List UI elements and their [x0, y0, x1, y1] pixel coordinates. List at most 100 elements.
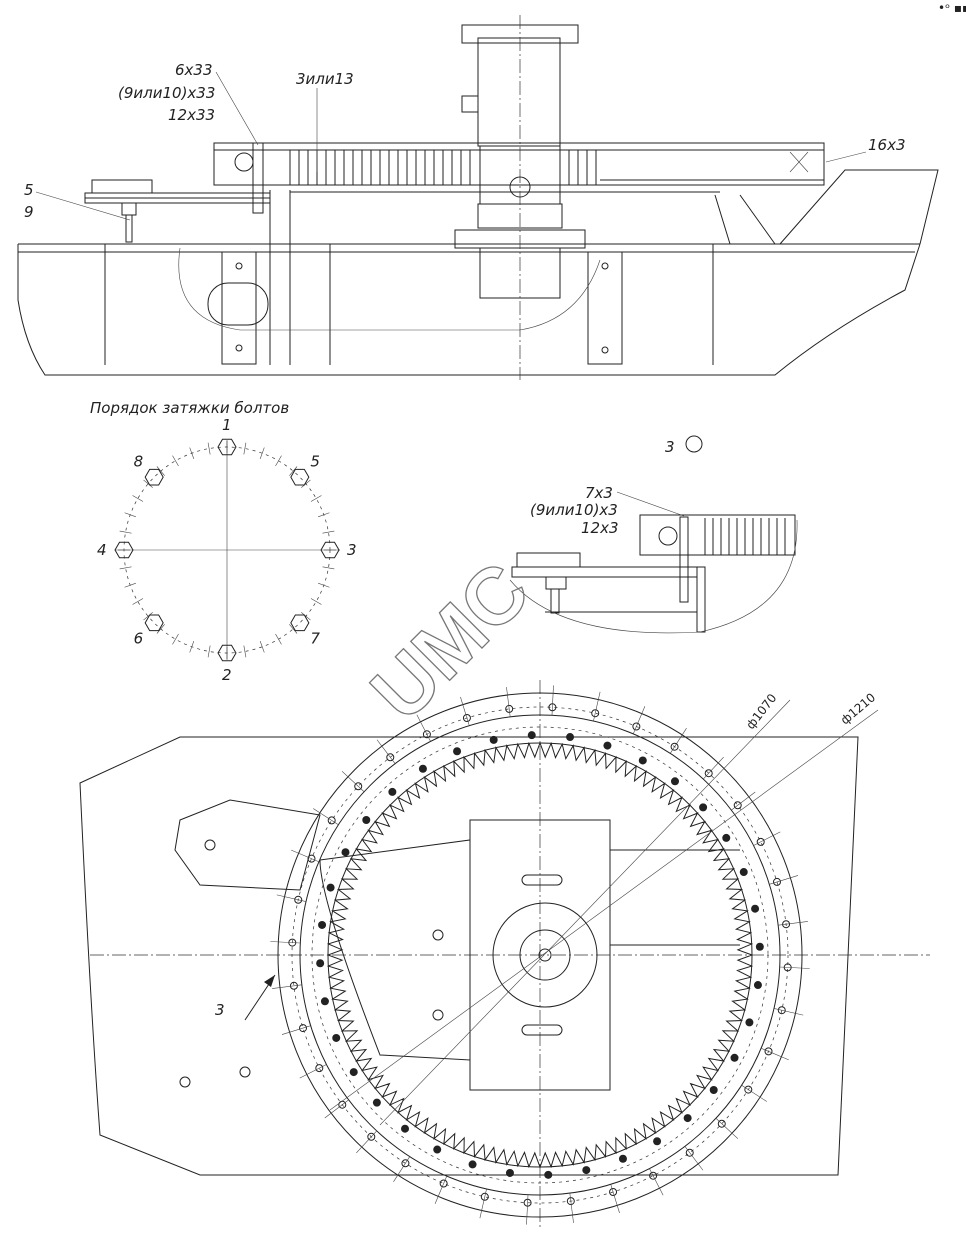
callout-bolt-qty-2: (9или10)x33 [118, 84, 215, 102]
inner-bolt [349, 1068, 358, 1077]
outer-bolt-hole [704, 769, 713, 778]
inner-bolt [730, 1053, 739, 1062]
callout-5: 5 [24, 181, 34, 199]
frame-body [17, 243, 921, 376]
bolt-hex-2 [217, 644, 237, 662]
inner-bolt [739, 868, 748, 877]
inner-bolt [683, 1114, 692, 1123]
detail-callout-2: (9или10)x3 [530, 501, 618, 519]
outer-bolt-hole [566, 1197, 575, 1206]
detail-label: 3 [665, 438, 675, 456]
inner-bolt [722, 833, 731, 842]
outer-bolt-hole [480, 1192, 489, 1201]
gear-teeth [326, 741, 754, 1169]
inner-bolt [753, 981, 762, 990]
outer-bolt-hole [294, 895, 303, 904]
detail-callout-1: 7x3 [585, 484, 613, 502]
inner-bolt [603, 741, 612, 750]
outer-bolt-hole [632, 722, 641, 731]
outer-bolt-hole [315, 1064, 324, 1073]
bolt-number: 7 [310, 629, 320, 647]
hook [174, 799, 321, 891]
inner-bolt [418, 764, 427, 773]
bolt-number: 3 [347, 541, 357, 559]
outer-bolt-hole [685, 1148, 694, 1157]
inner-bolt [401, 1124, 410, 1133]
outer-bolt-hole [505, 704, 514, 713]
outer-bolt-hole [649, 1171, 658, 1180]
bolt-number: 1 [222, 416, 232, 434]
outer-bolt-hole [462, 714, 471, 723]
view-direction-label: 3 [215, 1001, 225, 1019]
callout-16x3: 16x3 [868, 136, 906, 154]
inner-bolt [751, 904, 760, 913]
outer-bolt-hole [367, 1132, 376, 1141]
inner-bolt [582, 1166, 591, 1175]
inner-bolt [505, 1168, 514, 1177]
gear-teeth-side [289, 150, 597, 185]
outer-bolt-hole [307, 854, 316, 863]
bolt-hex-8 [144, 468, 164, 486]
inner-bolt [670, 777, 679, 786]
inner-bolt [745, 1018, 754, 1027]
rotation-icon [685, 435, 703, 453]
inner-bolt [618, 1154, 627, 1163]
bolt-hex-5 [290, 468, 310, 486]
inner-bolt [489, 735, 498, 744]
inner-bolt [372, 1098, 381, 1107]
bolt-number: 6 [134, 629, 144, 647]
outer-bolt-hole [764, 1047, 773, 1056]
bolt-hex-3 [320, 541, 340, 559]
outer-bolt-hole [299, 1024, 308, 1033]
callout-gear: 3или13 [296, 70, 354, 88]
slewing-ring [270, 685, 810, 1225]
frame-outline [79, 736, 859, 1176]
corner-mark: •ᵒ ▪▪▪ [938, 1, 966, 15]
outer-bolt-hole [717, 1119, 726, 1128]
outer-bolt-hole [439, 1179, 448, 1188]
detail-callout-3: 12x3 [581, 519, 619, 537]
inner-bolt [468, 1160, 477, 1169]
inner-bolt [332, 1033, 341, 1042]
bolt-hex-6 [144, 614, 164, 632]
inner-bolt [318, 920, 327, 929]
inner-bolt [433, 1145, 442, 1154]
bolt-number: 5 [310, 453, 320, 471]
outer-bolt-hole [670, 742, 679, 751]
outer-bolt-hole [777, 1006, 786, 1015]
outer-bolt-hole [782, 920, 791, 929]
outer-bolt-hole [609, 1187, 618, 1196]
outer-bolt-hole [756, 837, 765, 846]
inner-bolt [709, 1085, 718, 1094]
dim-inner-diameter: ф1070 [743, 691, 779, 732]
outer-bolt-hole [772, 877, 781, 886]
callout-bolt-qty-1: 6x33 [175, 61, 213, 79]
inner-bolt [699, 803, 708, 812]
inner-bolt [638, 756, 647, 765]
inner-bolt [453, 747, 462, 756]
outer-bolt-hole [733, 801, 742, 810]
inner-bolt [527, 731, 536, 740]
inner-bolt [316, 959, 325, 968]
bolt-number: 8 [134, 453, 144, 471]
dim-outer-diameter: ф1210 [838, 690, 878, 727]
bolt-hex-7 [290, 614, 310, 632]
inner-bolt [544, 1170, 553, 1179]
outer-bolt-hole [591, 709, 600, 718]
outer-bolt-hole [401, 1159, 410, 1168]
inner-bolt [755, 942, 764, 951]
callout-bolt-qty-3: 12x33 [168, 106, 215, 124]
watermark: UMC [354, 545, 546, 737]
outer-bolt-hole [422, 730, 431, 739]
inner-bolt [362, 816, 371, 825]
outer-bolt-hole [386, 753, 395, 762]
bolt-number: 4 [97, 541, 107, 559]
bolt-hex-1 [217, 438, 237, 456]
tightening-title: Порядок затяжки болтов [90, 399, 289, 417]
inner-bolt [341, 848, 350, 857]
bolt-hex-4 [114, 541, 134, 559]
inner-bolt [388, 787, 397, 796]
inner-bolt [566, 733, 575, 742]
